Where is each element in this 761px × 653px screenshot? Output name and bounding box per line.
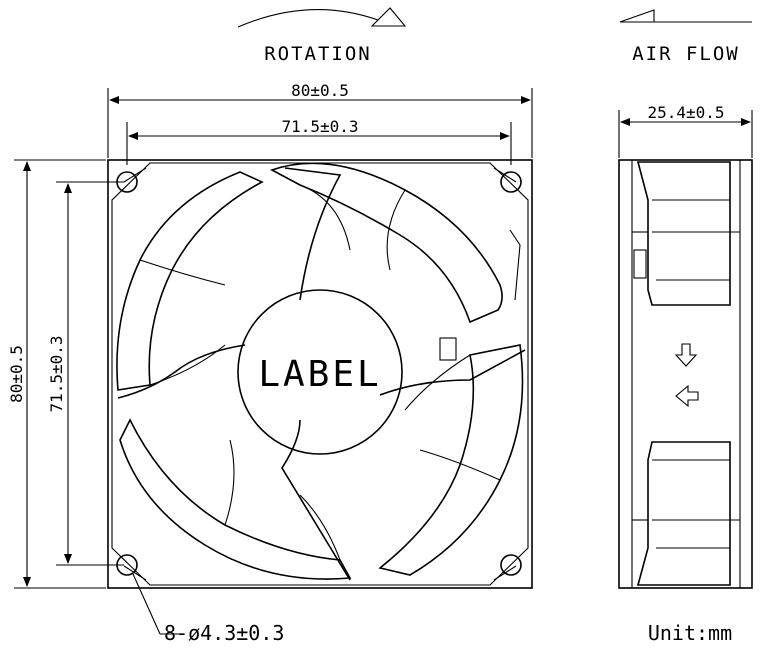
mounting-hole-bottom-right — [500, 554, 522, 576]
height-inner-label: 71.5±0.3 — [47, 335, 66, 412]
hub-label: LABEL — [258, 354, 381, 395]
side-view — [618, 159, 753, 589]
unit-label: Unit:mm — [648, 621, 732, 645]
width-inner-dimension — [126, 122, 512, 165]
height-inner-dimension — [56, 181, 124, 566]
fan-blades — [116, 162, 526, 581]
mounting-hole-top-left — [116, 171, 138, 193]
mounting-hole-top-right — [500, 171, 522, 193]
rotation-label: ROTATION — [264, 43, 372, 65]
holes-label: 8-ø4.3±0.3 — [164, 621, 284, 645]
side-arrow-left-icon — [675, 384, 699, 408]
depth-dimension — [618, 110, 753, 158]
width-inner-label: 71.5±0.3 — [281, 117, 358, 136]
side-arrow-down-icon — [674, 343, 698, 367]
depth-label: 25.4±0.5 — [647, 103, 724, 122]
height-outer-dimension — [14, 159, 106, 589]
mounting-hole-bottom-left — [116, 554, 138, 576]
width-outer-label: 80±0.5 — [291, 81, 349, 100]
holes-leader — [132, 573, 180, 635]
height-outer-label: 80±0.5 — [7, 345, 26, 403]
fan-hub — [237, 289, 403, 455]
air-flow-indicator — [619, 9, 752, 23]
rotation-indicator — [237, 7, 407, 28]
air-flow-label: AIR FLOW — [632, 43, 740, 65]
mounting-holes — [116, 171, 522, 576]
width-outer-dimension — [107, 88, 533, 158]
